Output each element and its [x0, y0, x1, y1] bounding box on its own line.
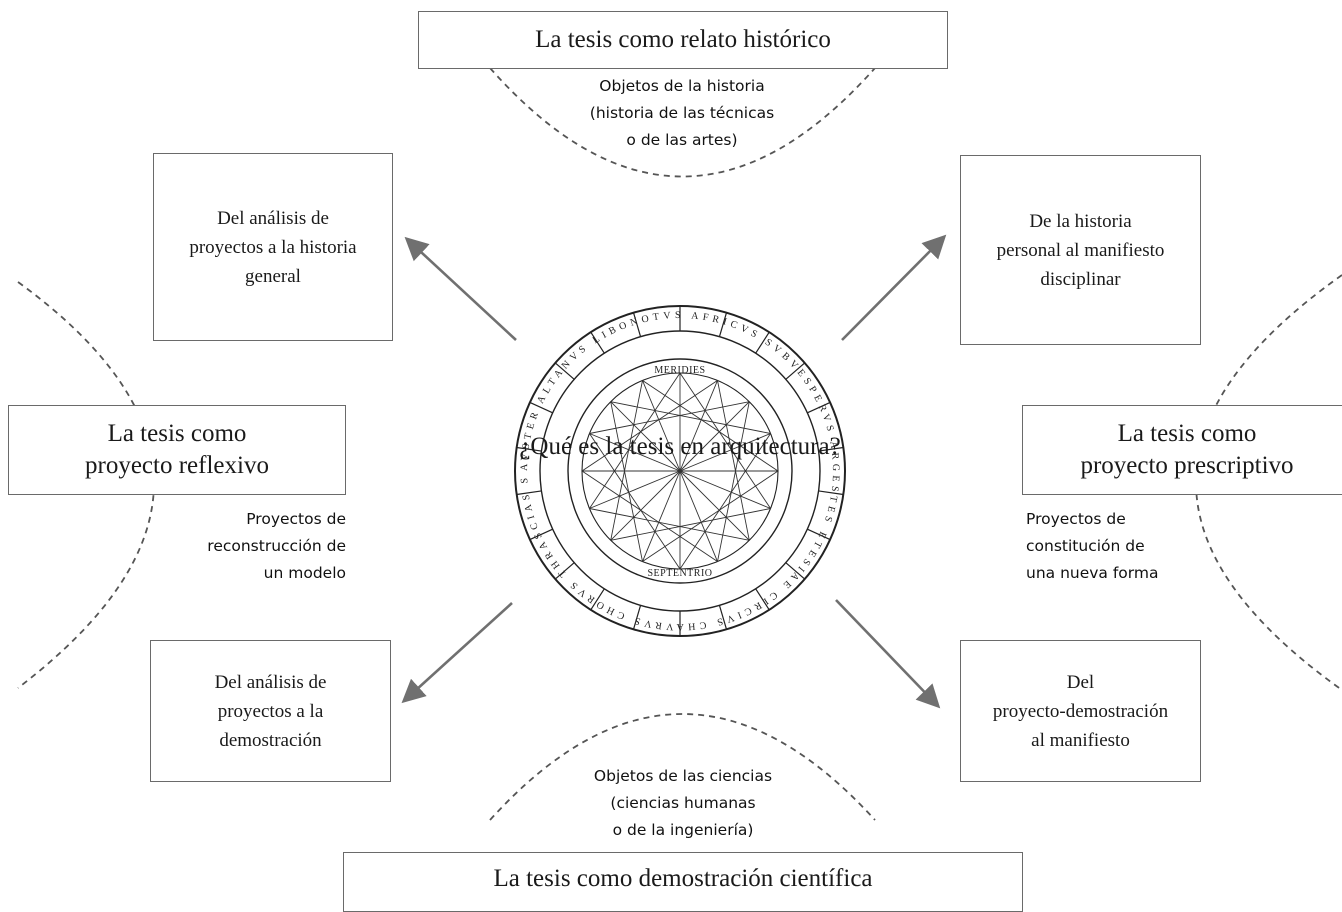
scientific-objects-note: Objetos de las ciencias (ciencias humana… — [553, 763, 813, 844]
reflexive-projects-line-3: un modelo — [263, 564, 346, 582]
wind-divider — [718, 312, 728, 337]
path-top-right-line-2: personal al manifiesto — [996, 239, 1165, 261]
rose-spoke — [679, 401, 750, 472]
path-top-left-box: Del análisis de proyectos a la historia … — [153, 153, 393, 341]
wind-divider — [785, 362, 806, 380]
arrow-bottom-right — [835, 599, 941, 709]
wind-divider — [718, 605, 728, 630]
reflexive-projects-line-1: Proyectos de — [246, 510, 346, 528]
thesis-prescriptive-box: La tesis como proyecto prescriptivo — [1022, 405, 1342, 495]
path-bottom-left-box: Del análisis de proyectos a la demostrac… — [150, 640, 391, 782]
rose-spoke — [642, 470, 681, 562]
inner-bottom-label: SEPTENTRIO — [648, 568, 713, 579]
prescriptive-projects-line-3: una nueva forma — [1026, 564, 1159, 582]
wind-divider — [818, 490, 844, 496]
wind-divider — [807, 528, 831, 541]
prescriptive-projects-line-2: constitución de — [1026, 537, 1145, 555]
historical-objects-line-3: o de las artes) — [626, 131, 738, 149]
arrow-bottom-left — [401, 602, 513, 704]
rose-spoke — [589, 433, 681, 472]
path-bottom-right-line-2: proyecto-demostración — [992, 700, 1169, 722]
path-top-left-line-2: proyectos a la historia — [189, 236, 357, 258]
rose-spoke — [679, 470, 771, 509]
rose-chord — [679, 372, 771, 509]
historical-objects-note: Objetos de la historia (historia de las … — [552, 73, 812, 154]
path-bottom-left-line-1: Del análisis de — [214, 671, 327, 693]
wind-divider — [529, 528, 553, 541]
central-question: ¿Qué es la tesis en arquitectura? — [519, 433, 841, 460]
wind-divider — [554, 362, 575, 380]
rose-spoke — [589, 470, 681, 509]
reflexive-dashed-arc — [17, 281, 155, 689]
path-bottom-right-box: Del proyecto-demostración al manifiesto — [960, 640, 1201, 782]
thesis-reflexive-box: La tesis como proyecto reflexivo — [8, 405, 346, 495]
thesis-scientific-title: La tesis como demostración científica — [493, 865, 873, 892]
rose-chord — [679, 433, 771, 570]
path-bottom-left-line-3: demostración — [219, 729, 322, 751]
scientific-objects-line-2: (ciencias humanas — [610, 794, 756, 812]
historical-objects-line-1: Objetos de la historia — [599, 77, 765, 95]
path-bottom-right-line-3: al manifiesto — [1031, 729, 1130, 751]
rose-spoke — [679, 433, 771, 472]
rose-spoke — [610, 401, 681, 472]
path-top-left-line-1: Del análisis de — [217, 207, 329, 229]
path-top-right-line-3: disciplinar — [1040, 268, 1121, 290]
thesis-reflexive-title-2: proyecto reflexivo — [85, 452, 269, 479]
rose-spoke — [679, 380, 718, 472]
path-top-right-box: De la historia personal al manifiesto di… — [960, 155, 1201, 345]
thesis-scientific-box: La tesis como demostración científica — [343, 852, 1023, 912]
scientific-objects-line-1: Objetos de las ciencias — [593, 767, 773, 785]
wind-divider — [516, 490, 542, 496]
wind-divider — [516, 446, 542, 452]
scientific-objects-line-3: o de la ingeniería) — [612, 821, 754, 839]
rose-spoke — [679, 470, 718, 562]
reflexive-projects-note: Proyectos de reconstrucción de un modelo — [160, 506, 346, 587]
prescriptive-projects-line-1: Proyectos de — [1026, 510, 1126, 528]
historical-objects-line-2: (historia de las técnicas — [589, 104, 775, 122]
path-bottom-left-line-2: proyectos a la — [217, 700, 324, 722]
rose-chord — [717, 380, 750, 541]
path-bottom-right-line-1: Del — [1066, 671, 1095, 693]
wind-divider — [785, 562, 806, 580]
prescriptive-projects-note: Proyectos de constitución de una nueva f… — [1026, 506, 1216, 587]
rose-spoke — [679, 470, 750, 541]
thesis-prescriptive-title-1: La tesis como — [1117, 420, 1257, 447]
thesis-historical-box: La tesis como relato histórico — [418, 11, 948, 69]
thesis-reflexive-title-1: La tesis como — [107, 420, 247, 447]
rose-spoke — [610, 470, 681, 541]
wind-divider — [632, 312, 642, 337]
wind-divider — [590, 331, 605, 354]
scientific-dashed-arc — [489, 713, 876, 821]
prescriptive-dashed-arc — [1195, 274, 1342, 691]
thesis-historical-title: La tesis como relato histórico — [535, 26, 831, 53]
rose-chord — [717, 401, 750, 562]
path-top-right-line-1: De la historia — [1029, 210, 1132, 232]
wind-divider — [529, 401, 553, 414]
path-top-left-line-3: general — [245, 265, 301, 287]
rose-spoke — [642, 380, 681, 472]
wind-divider — [632, 605, 642, 630]
arrow-top-right — [841, 234, 947, 341]
reflexive-projects-line-2: reconstrucción de — [207, 537, 346, 555]
inner-top-label: MERIDIES — [654, 365, 705, 376]
wind-divider — [807, 401, 831, 414]
wind-divider — [554, 562, 575, 580]
arrow-top-left — [404, 236, 517, 341]
wind-divider — [590, 588, 605, 611]
thesis-prescriptive-title-2: proyecto prescriptivo — [1080, 452, 1294, 479]
wind-divider — [755, 331, 770, 354]
wind-divider — [755, 588, 770, 611]
wind-divider — [818, 446, 844, 452]
